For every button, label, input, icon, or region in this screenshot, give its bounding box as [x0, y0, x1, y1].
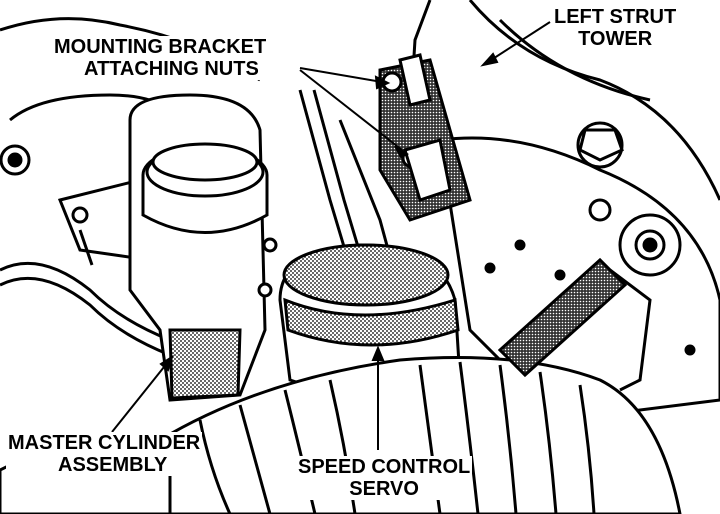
leader-strut — [487, 21, 551, 63]
leader-bracket-nut-1 — [299, 67, 383, 83]
leader-bracket-nut-2 — [299, 69, 403, 151]
label-line: SERVO — [349, 478, 419, 500]
label-line: TOWER — [578, 28, 653, 50]
label-mounting-bracket-attaching-nuts: MOUNTING BRACKET ATTACHING NUTS — [52, 36, 269, 80]
mounting-bracket — [378, 53, 472, 222]
linkage-rod — [497, 257, 652, 392]
label-line: ASSEMBLY — [58, 454, 168, 476]
label-line: ATTACHING NUTS — [84, 58, 259, 80]
leader-lines — [111, 21, 551, 450]
label-line: MASTER CYLINDER — [8, 432, 201, 454]
label-line: MOUNTING BRACKET — [54, 36, 267, 58]
label-left-strut-tower: LEFT STRUT TOWER — [552, 6, 679, 50]
master-cylinder-assembly — [0, 93, 278, 402]
label-speed-control-servo: SPEED CONTROL SERVO — [296, 456, 473, 500]
label-line: LEFT STRUT — [554, 6, 677, 28]
leader-master — [111, 361, 169, 433]
label-line: SPEED CONTROL — [298, 456, 471, 478]
label-master-cylinder-assembly: MASTER CYLINDER ASSEMBLY — [6, 432, 203, 476]
